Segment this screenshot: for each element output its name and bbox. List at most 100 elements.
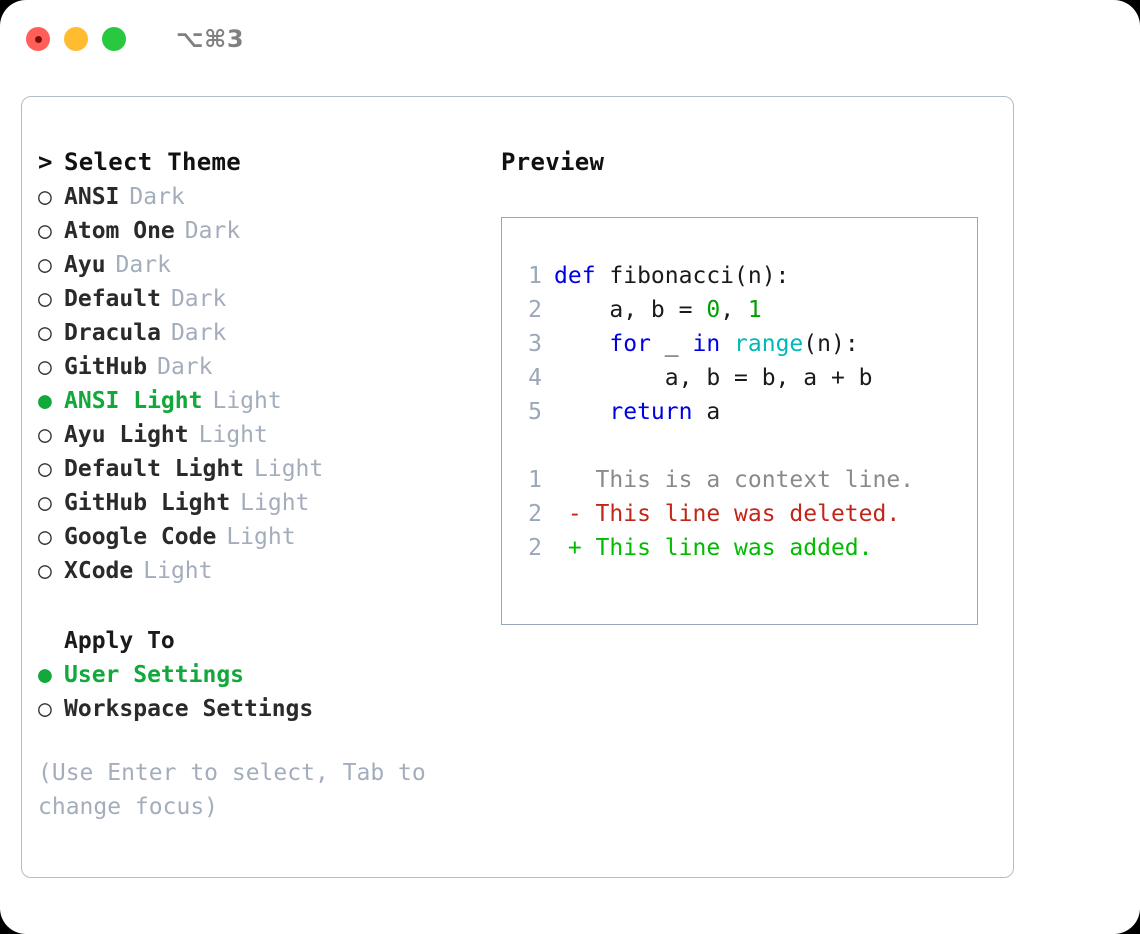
- diff-line-text: + This line was added.: [554, 535, 873, 561]
- code-token: for: [609, 331, 651, 357]
- diff-line-del: 2 - This line was deleted.: [516, 497, 971, 531]
- theme-kind-badge: Dark: [115, 252, 171, 278]
- title-bar: ⌥⌘3: [0, 0, 1140, 78]
- keyboard-hint-text: (Use Enter to select, Tab to change focu…: [38, 760, 426, 820]
- code-token: a, b = b, a + b: [554, 365, 873, 391]
- apply-option-label: User Settings: [64, 662, 245, 688]
- theme-name: ANSI: [64, 184, 120, 210]
- radio-unselected-icon: ○: [38, 320, 52, 346]
- code-token: 0: [706, 297, 721, 323]
- theme-option-dracula[interactable]: ○ Dracula Dark: [38, 316, 488, 350]
- line-number: 2: [528, 297, 542, 323]
- theme-name: ANSI Light: [64, 388, 203, 414]
- diff-sample: 1 This is a context line.2 - This line w…: [516, 463, 971, 565]
- diff-line-add: 2 + This line was added.: [516, 531, 971, 565]
- line-number: 5: [528, 399, 542, 425]
- theme-option-xcode[interactable]: ○ XCode Light: [38, 554, 488, 588]
- radio-unselected-icon: ○: [38, 558, 52, 584]
- code-token: (n):: [803, 331, 859, 357]
- code-token: [554, 399, 609, 425]
- theme-kind-badge: Light: [212, 388, 282, 414]
- code-token: return: [609, 399, 693, 425]
- caret-icon: >: [38, 148, 53, 176]
- theme-option-default[interactable]: ○ Default Dark: [38, 282, 488, 316]
- apply-to-options: ●User Settings ○ Workspace Settings: [38, 658, 488, 726]
- traffic-lights: [26, 27, 126, 51]
- theme-kind-badge: Light: [254, 456, 324, 482]
- close-window-icon[interactable]: [26, 27, 50, 51]
- theme-kind-badge: Dark: [157, 354, 213, 380]
- radio-unselected-icon: ○: [38, 524, 52, 550]
- apply-option-label: Workspace Settings: [64, 696, 314, 722]
- theme-kind-badge: Dark: [129, 184, 185, 210]
- code-token: fibonacci(n):: [595, 263, 790, 289]
- apply-option-workspace-settings[interactable]: ○ Workspace Settings: [38, 692, 488, 726]
- radio-unselected-icon: ○: [38, 490, 52, 516]
- code-token: ,: [720, 297, 748, 323]
- minimize-window-icon[interactable]: [64, 27, 88, 51]
- radio-unselected-icon: ○: [38, 252, 52, 278]
- theme-name: Default: [64, 286, 161, 312]
- apply-to-label: Apply To: [64, 628, 175, 654]
- diff-line-text: - This line was deleted.: [554, 501, 901, 527]
- code-token: def: [554, 263, 596, 289]
- keyboard-shortcut-label: ⌥⌘3: [176, 25, 245, 53]
- theme-option-ansi[interactable]: ○ ANSI Dark: [38, 180, 488, 214]
- line-number: 2: [528, 535, 542, 561]
- code-line: 2 a, b = 0, 1: [516, 293, 971, 327]
- radio-selected-icon: ●: [38, 388, 52, 414]
- code-line: 5 return a: [516, 395, 971, 429]
- theme-name: Dracula: [64, 320, 161, 346]
- theme-name: GitHub: [64, 354, 148, 380]
- theme-kind-badge: Light: [240, 490, 310, 516]
- theme-kind-badge: Dark: [170, 286, 227, 312]
- code-token: _: [650, 331, 693, 357]
- select-theme-heading: > Select Theme: [38, 144, 488, 180]
- theme-kind-badge: Light: [143, 558, 213, 584]
- code-line: 4 a, b = b, a + b: [516, 361, 971, 395]
- line-number: 2: [528, 501, 542, 527]
- diff-line-text: This is a context line.: [554, 467, 915, 493]
- preview-title: Preview: [501, 148, 605, 176]
- theme-option-ansi-light[interactable]: ● ANSI Light Light: [38, 384, 488, 418]
- theme-kind-badge: Light: [198, 422, 268, 448]
- apply-to-section: Apply To ●User Settings ○ Workspace Settin…: [38, 624, 488, 726]
- code-token: [720, 331, 734, 357]
- code-token: range: [734, 331, 804, 357]
- radio-unselected-icon: ○: [38, 456, 52, 482]
- theme-name: Atom One: [64, 218, 175, 244]
- code-token: 1: [747, 297, 762, 323]
- select-theme-heading-label: Select Theme: [64, 148, 241, 176]
- apply-option-user-settings[interactable]: ●User Settings: [38, 658, 488, 692]
- theme-option-github[interactable]: ○ GitHub Dark: [38, 350, 488, 384]
- code-token: a, b =: [554, 297, 707, 323]
- line-number: 1: [528, 467, 542, 493]
- line-number: 1: [528, 263, 542, 289]
- theme-name: Default Light: [64, 456, 245, 482]
- code-token: [554, 331, 609, 357]
- diff-line-ctx: 1 This is a context line.: [516, 463, 971, 497]
- radio-unselected-icon: ○: [38, 422, 52, 448]
- theme-name: XCode: [64, 558, 134, 584]
- line-number: 4: [528, 365, 542, 391]
- radio-unselected-icon: ○: [38, 696, 52, 722]
- code-line: 3 for _ in range(n):: [516, 327, 971, 361]
- theme-option-default-light[interactable]: ○ Default Light Light: [38, 452, 488, 486]
- theme-kind-badge: Dark: [170, 320, 227, 346]
- radio-unselected-icon: ○: [38, 184, 52, 210]
- maximize-window-icon[interactable]: [102, 27, 126, 51]
- radio-unselected-icon: ○: [38, 286, 52, 312]
- radio-unselected-icon: ○: [38, 354, 52, 380]
